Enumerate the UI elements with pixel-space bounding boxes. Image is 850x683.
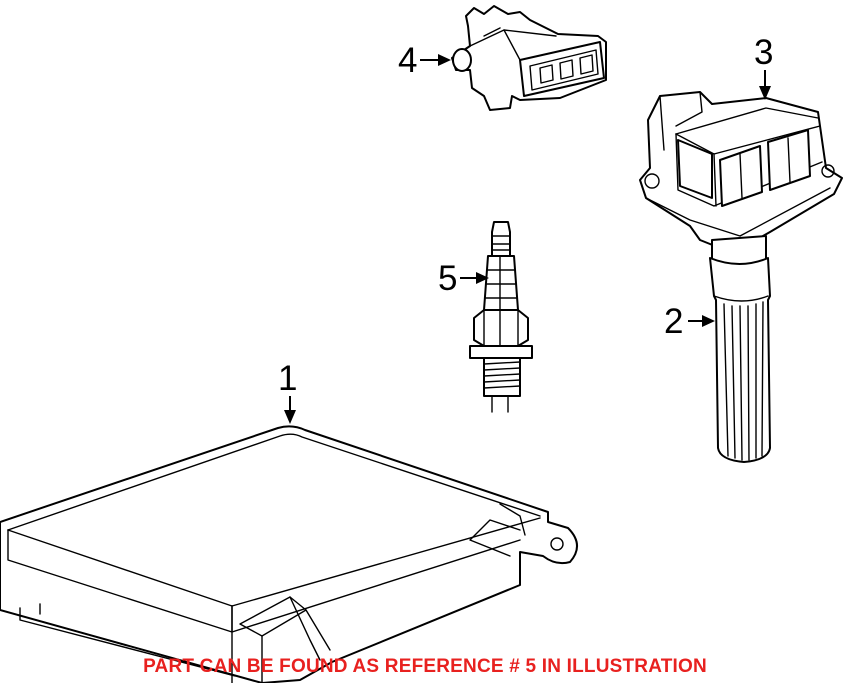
callout-5-label: 5 — [438, 259, 457, 298]
callout-4-label: 4 — [398, 41, 417, 80]
callout-3: 3 — [754, 33, 773, 100]
callout-4: 4 — [398, 41, 451, 80]
callout-2-label: 2 — [664, 302, 683, 341]
callout-2: 2 — [664, 302, 715, 341]
callout-3-label: 3 — [754, 33, 773, 72]
callout-1-label: 1 — [278, 359, 297, 398]
sensor-part — [451, 5, 607, 111]
spark-plug-part — [469, 221, 533, 413]
callout-5: 5 — [438, 259, 489, 298]
callout-1: 1 — [278, 359, 297, 424]
control-module-part — [0, 425, 578, 683]
coil-boot-part — [709, 257, 771, 463]
part-reference-note: PART CAN BE FOUND AS REFERENCE # 5 IN IL… — [143, 656, 707, 677]
ignition-coil-part — [639, 91, 843, 267]
